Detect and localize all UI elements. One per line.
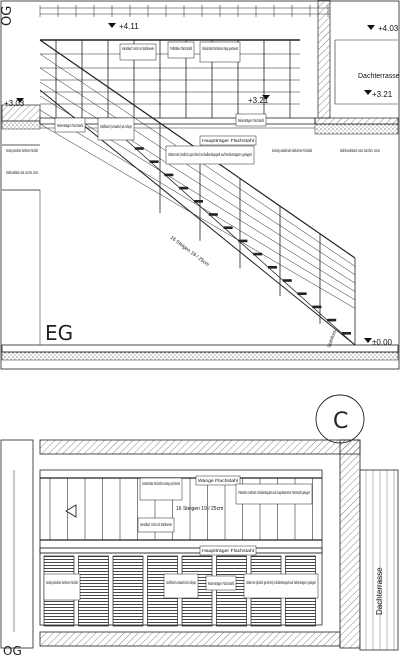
stair-tread	[134, 147, 144, 150]
terrace-build-up	[314, 123, 399, 135]
plan-note-railing-bars: Geländerstäbe Flachstahl an Wange geschw…	[142, 481, 180, 486]
note-secondary-beam-right: Nebenträger Flachstahl	[238, 118, 264, 123]
note-balusters: Füllstäbe Flachstahl	[170, 46, 192, 51]
terrace-wall	[317, 0, 331, 119]
plan-note-handrail: Handlauf: Holz mit Stahlseele	[140, 522, 172, 527]
plan-note-grating: Gitterrost (seitlich gerichtet) schallen…	[246, 580, 316, 585]
og-floor-label: OG	[0, 6, 15, 26]
stair-tread	[238, 239, 248, 243]
stair-rail-bar	[39, 123, 356, 309]
plan-terrace	[359, 469, 399, 651]
stair-tread	[223, 226, 233, 229]
stair-tread	[208, 213, 218, 216]
stair-tread	[312, 305, 322, 309]
stair-rail-bar	[39, 67, 356, 276]
note-steps: Gitterrost (seitlich gerichtet) schallen…	[168, 152, 252, 157]
stair-tread	[194, 200, 203, 203]
plan-bottom-wall	[39, 631, 341, 647]
ground-slab	[1, 344, 399, 353]
section-marker-letter: C	[333, 409, 348, 434]
plan-main-beam	[39, 547, 323, 554]
stair-tread	[149, 160, 159, 163]
level-stair-top: +3.21	[248, 96, 269, 105]
grating-cell	[112, 555, 144, 627]
plan-note-side-rail: Wange Flachstahl	[198, 478, 238, 483]
terrace-slab	[314, 117, 399, 125]
stair-tread	[179, 186, 189, 190]
section-frame	[0, 0, 400, 370]
note-steel-flange: Stahlflansch (umlaufend) als Auflager	[100, 124, 132, 129]
level-ground: ±0.00	[372, 338, 393, 347]
note-main-beam: Hauptträger Flachstahl	[202, 138, 254, 143]
stair-tread	[282, 279, 292, 282]
note-frame-right: dreiseitig umlaufender Stahlrahmen Flach…	[272, 148, 312, 153]
stair-tread	[268, 266, 277, 269]
note-secondary-beam-left: Nebenträger Flachstahl	[57, 123, 83, 128]
plan-note-main-beam: Hauptträger Flachstahl	[202, 548, 254, 553]
plan-left-area	[0, 439, 34, 649]
plan-terrace-label: Dachterrasse	[375, 567, 384, 615]
plan-view: C OG Dachterrasse Geländerstäbe Flachsta…	[0, 394, 399, 658]
eg-floor-label: EG	[45, 321, 73, 345]
top-dimension-chain	[39, 5, 330, 17]
note-frame-left: dreiseitig umlaufender Stahlrahmen Flach…	[6, 148, 38, 153]
note-base: Stahlfuss	[326, 329, 337, 349]
terrace-space-label: Dachterrasse	[358, 73, 400, 80]
stair-tread	[342, 332, 351, 335]
stair-tread	[297, 292, 307, 295]
plan-annotations: Geländerstäbe Flachstahl an Wange geschw…	[43, 475, 319, 601]
stair-rail-bar	[39, 109, 356, 301]
stair-tread	[327, 318, 337, 322]
stair-tread	[253, 252, 263, 256]
plan-og-label: OG	[3, 644, 22, 658]
stair-stringer	[39, 39, 356, 346]
grating-cell	[216, 555, 247, 627]
level-og-floor: +4.11	[119, 22, 139, 31]
plan-note-stair-count: 16 Steigen 19 / 25cm	[176, 506, 223, 512]
note-support-right: Stahlrundstütze rund, Durchm. 18cm	[340, 148, 380, 153]
level-markers: +4.11 +4.03 +3.03 +3.21 +3.21 ±0.00	[4, 22, 399, 347]
ground-build-up	[1, 351, 399, 361]
left-slab-finish	[1, 120, 41, 130]
walk-direction-arrow	[65, 504, 77, 518]
grating-cell	[78, 555, 109, 627]
plan-note-treads: Trittstufen Hartholz schallentkoppelt au…	[238, 490, 310, 495]
note-support-left: Stahlrundstütze rund, Durchm. 18cm	[6, 170, 38, 175]
level-terrace-top: +4.03	[378, 24, 399, 33]
plan-top-wall	[39, 439, 361, 455]
plan-right-wall	[339, 439, 361, 649]
level-marker-og	[108, 23, 116, 28]
plan-note-secondary-beam: Nebenträger Flachstahl	[208, 581, 234, 586]
section-view: OG	[0, 0, 400, 370]
stair-rail-bar	[39, 95, 356, 292]
plan-note-frame: dreiseitig umlaufender Stahlrahmen Flach…	[46, 580, 78, 585]
note-handrail: Handlauf: Holz mit Stahlseele	[122, 46, 154, 51]
stair-rail-bar	[39, 81, 356, 284]
note-railing-bars: Geländerstäbe Flachstahl an Wange geschw…	[202, 46, 238, 51]
level-left-landing: +3.03	[4, 99, 25, 108]
plan-note-flange: Stahlflansch umlaufend als Auflager	[166, 580, 196, 585]
note-stair-count: 16 Steigen 19 / 25cm	[169, 235, 210, 268]
level-terrace-lower: +3.21	[372, 90, 393, 99]
stair-tread	[164, 173, 174, 177]
